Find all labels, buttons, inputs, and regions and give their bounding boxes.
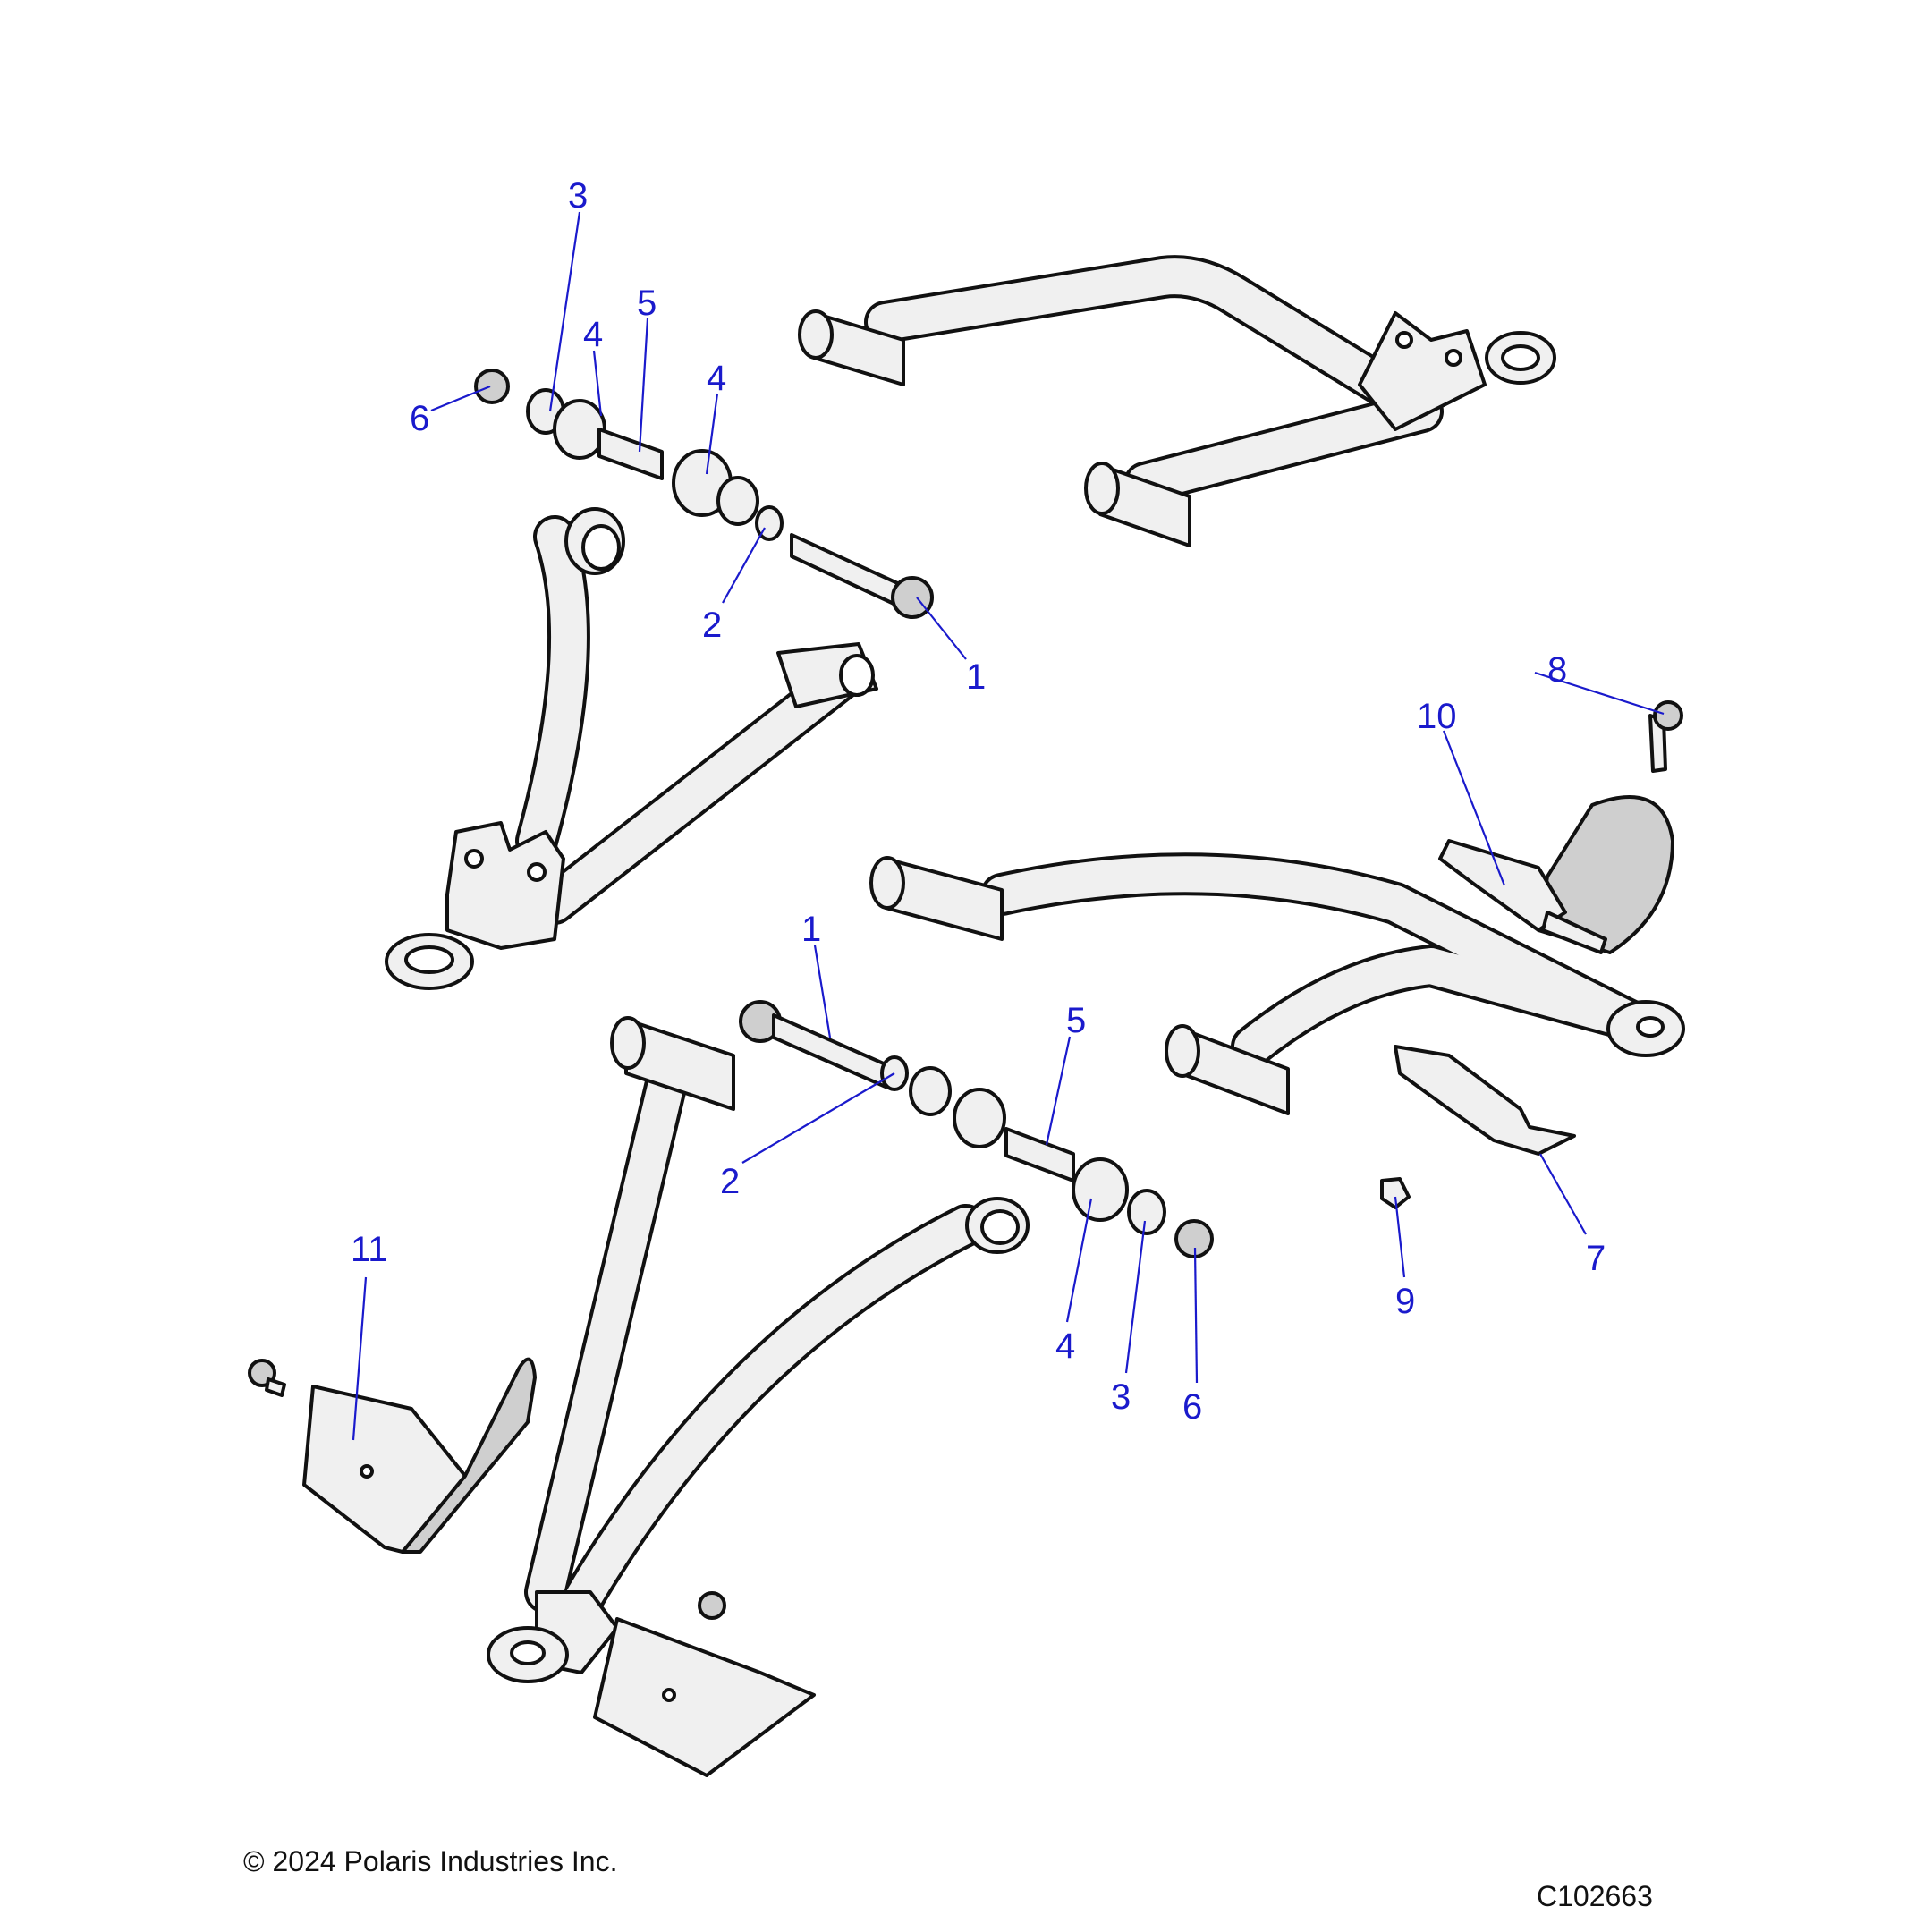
bolt-8: [1648, 700, 1683, 773]
nut-9: [1380, 1177, 1411, 1209]
callout-11: 11: [351, 1230, 388, 1269]
callout-5-upper: 5: [637, 284, 657, 323]
bushing-4-lower: [1072, 1157, 1129, 1222]
figure-id: C102663: [1537, 1880, 1653, 1912]
guard-10: [1438, 795, 1674, 954]
sleeve-5-upper: [597, 428, 664, 480]
callout-2-lower: 2: [720, 1162, 740, 1201]
bolt-head-1-upper: [891, 576, 934, 619]
upper-left-a-arm: [385, 507, 878, 990]
copyright-text: © 2024 Polaris Industries Inc.: [243, 1845, 618, 1877]
lower-fastener-stack: [739, 1000, 1214, 1258]
bracket-7: [1394, 1045, 1576, 1156]
callout-4b-upper: 4: [707, 359, 726, 398]
callout-3-upper: 3: [568, 176, 588, 216]
sleeve-5-lower: [1004, 1127, 1075, 1182]
callout-3-lower: 3: [1111, 1377, 1131, 1417]
washer-upper-b: [716, 476, 759, 526]
callout-1-lower: 1: [801, 910, 821, 949]
nut-6-lower: [1174, 1219, 1214, 1258]
callout-6-lower: 6: [1182, 1387, 1202, 1427]
callout-10: 10: [1417, 697, 1457, 736]
bushing-lower-a: [953, 1088, 1006, 1148]
washer-3-lower: [1127, 1189, 1166, 1235]
callout-1-upper: 1: [966, 657, 986, 697]
callout-6-upper: 6: [410, 399, 429, 438]
bolt-left-small: [248, 1359, 286, 1397]
callout-9: 9: [1395, 1282, 1415, 1321]
washer-lower-a: [909, 1066, 952, 1116]
lower-skid-plate: [593, 1591, 816, 1777]
lower-left-a-arm: [487, 1016, 1030, 1683]
callout-8: 8: [1547, 650, 1567, 690]
bushing-4a-upper: [553, 399, 606, 460]
leader-lines: [352, 211, 1665, 1441]
lower-right-a-arm: [869, 852, 1685, 1115]
upper-fastener-stack: [474, 369, 934, 619]
callout-4a-upper: 4: [583, 315, 603, 354]
bolt-1-upper: [790, 533, 905, 610]
bolt-1-lower: [772, 1013, 887, 1089]
callout-labels: 3 4 5 4 6 2 1 8 10 7 9 1 5 2 4 3 6 11: [351, 176, 1606, 1427]
callout-7: 7: [1586, 1239, 1606, 1278]
nut-6-upper: [474, 369, 510, 404]
nut-lower-small: [698, 1591, 726, 1620]
callout-4-lower: 4: [1055, 1326, 1075, 1366]
guard-11: [302, 1357, 537, 1554]
callout-5-lower: 5: [1066, 1001, 1086, 1040]
callout-2-upper: 2: [702, 606, 722, 645]
upper-right-a-arm: [798, 255, 1556, 547]
